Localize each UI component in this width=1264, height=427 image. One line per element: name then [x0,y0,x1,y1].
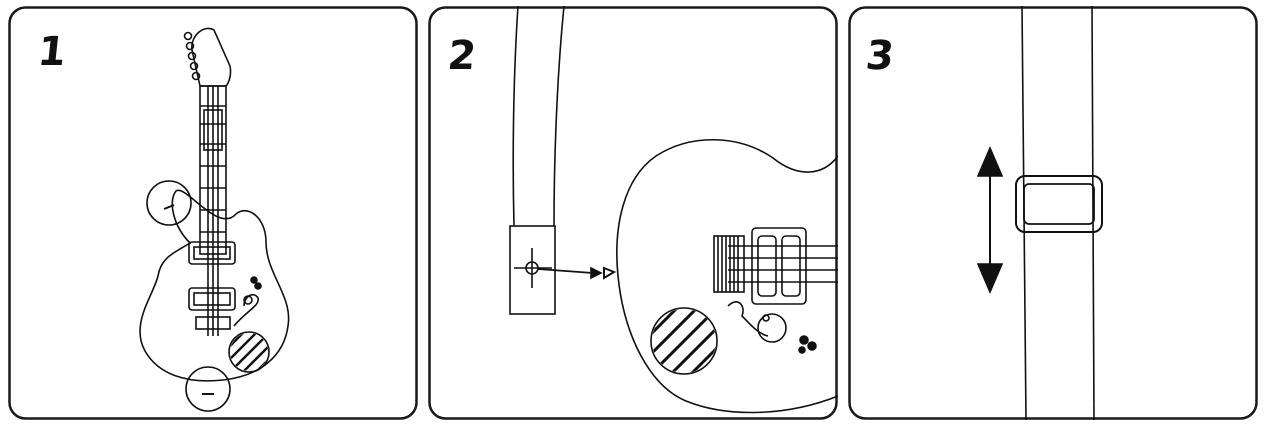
step-3-illustration [848,6,1258,420]
step-number-2: 2 [445,33,479,79]
step-2-illustration [428,6,838,420]
step-1-panel: 1 [8,6,418,420]
strap-adjust-drawing [976,6,1103,420]
step-3-panel: 3 [848,6,1258,420]
step-number-1: 1 [35,29,69,75]
step-1-illustration [8,6,418,420]
guitar-front-drawing [139,27,290,412]
step-2-panel: 2 [428,6,838,420]
step-number-3: 3 [863,33,897,79]
strap-attach-drawing [509,6,838,414]
